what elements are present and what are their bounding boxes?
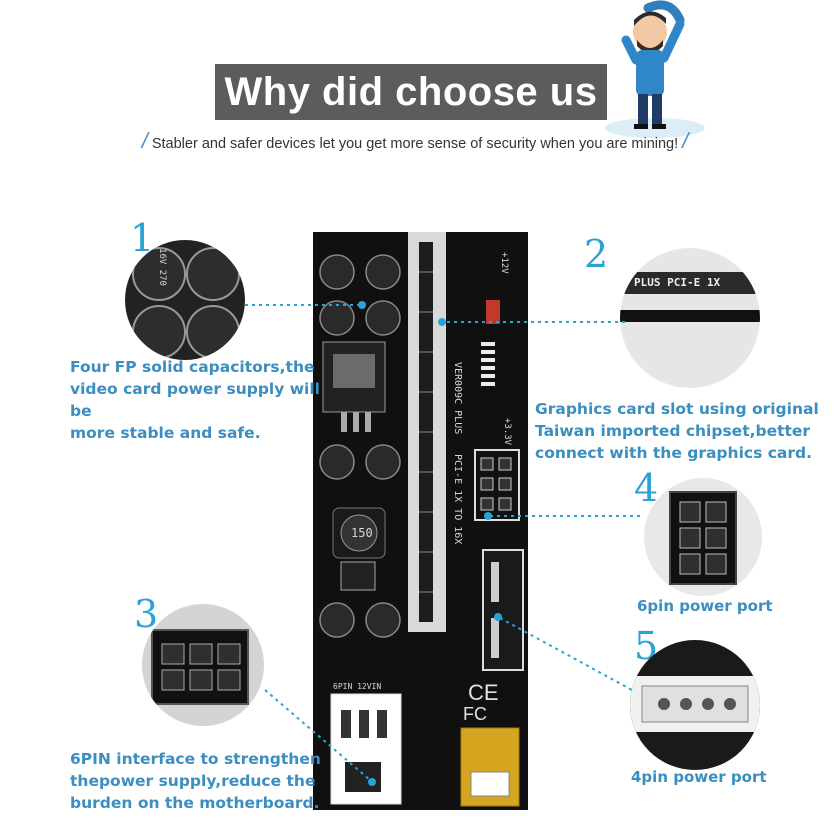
slot-zoom-band (620, 272, 760, 294)
capacitor-zoom-circle: 16V 270 (125, 240, 245, 360)
page-title: Why did choose us (215, 64, 607, 120)
feature-number-1: 1 (130, 216, 155, 260)
feature-1-text: Four FP solid capacitors,the video card … (70, 356, 320, 444)
slash-decor-right: / (682, 128, 689, 153)
feature-2-line-2: Taiwan imported chipset,better (535, 422, 811, 440)
capacitor-zoom-graphic (132, 247, 240, 359)
sixpin-left-zoom-graphic (151, 629, 249, 705)
feature-1-line-2: video card power supply will be (70, 380, 320, 420)
riser-board: CE FC PCE164P-N08 VER009C PLUS PCI-E 1X … (313, 232, 528, 810)
feature-1-line-3: more stable and safe. (70, 424, 261, 442)
feature-3-line-1: 6PIN interface to strengthen (70, 750, 321, 768)
sixpin-zoom-circle (644, 478, 762, 596)
feature-5-caption: 4pin power port (631, 768, 767, 786)
feature-4-caption: 6pin power port (637, 597, 773, 615)
feature-3-text: 6PIN interface to strengthen thepower su… (70, 748, 330, 814)
feature-3-line-2: thepower supply,reduce the (70, 772, 316, 790)
board-graphics: CE FC (319, 232, 524, 807)
slot-zoom-circle: PLUS PCI-E 1X (620, 248, 760, 388)
page-subtitle: Stabler and safer devices let you get mo… (151, 136, 679, 152)
feature-2-line-3: connect with the graphics card. (535, 444, 812, 462)
inductor-label: 150 (351, 526, 373, 540)
feature-3-line-3: burden on the motherboard. (70, 794, 320, 812)
slot-zoom-pins (620, 310, 760, 322)
sixpin-left-zoom-circle (142, 604, 264, 726)
svg-text:FC: FC (463, 704, 487, 724)
slash-decor-left: / (141, 128, 148, 153)
feature-number-2: 2 (584, 232, 609, 276)
feature-1-line-1: Four FP solid capacitors,the (70, 358, 315, 376)
sixpin-label: 6PIN 12VIN (333, 682, 382, 691)
svg-text:CE: CE (468, 680, 499, 705)
feature-2-line-1: Graphics card slot using original (535, 400, 819, 418)
slot-zoom-label: PLUS PCI-E 1X (634, 276, 721, 289)
fourpin-zoom-graphic (630, 676, 760, 732)
sixpin-zoom-graphic (669, 491, 737, 585)
feature-2-text: Graphics card slot using original Taiwan… (535, 398, 835, 464)
fourpin-zoom-circle (630, 640, 760, 770)
thinking-man-illustration (605, 0, 705, 138)
